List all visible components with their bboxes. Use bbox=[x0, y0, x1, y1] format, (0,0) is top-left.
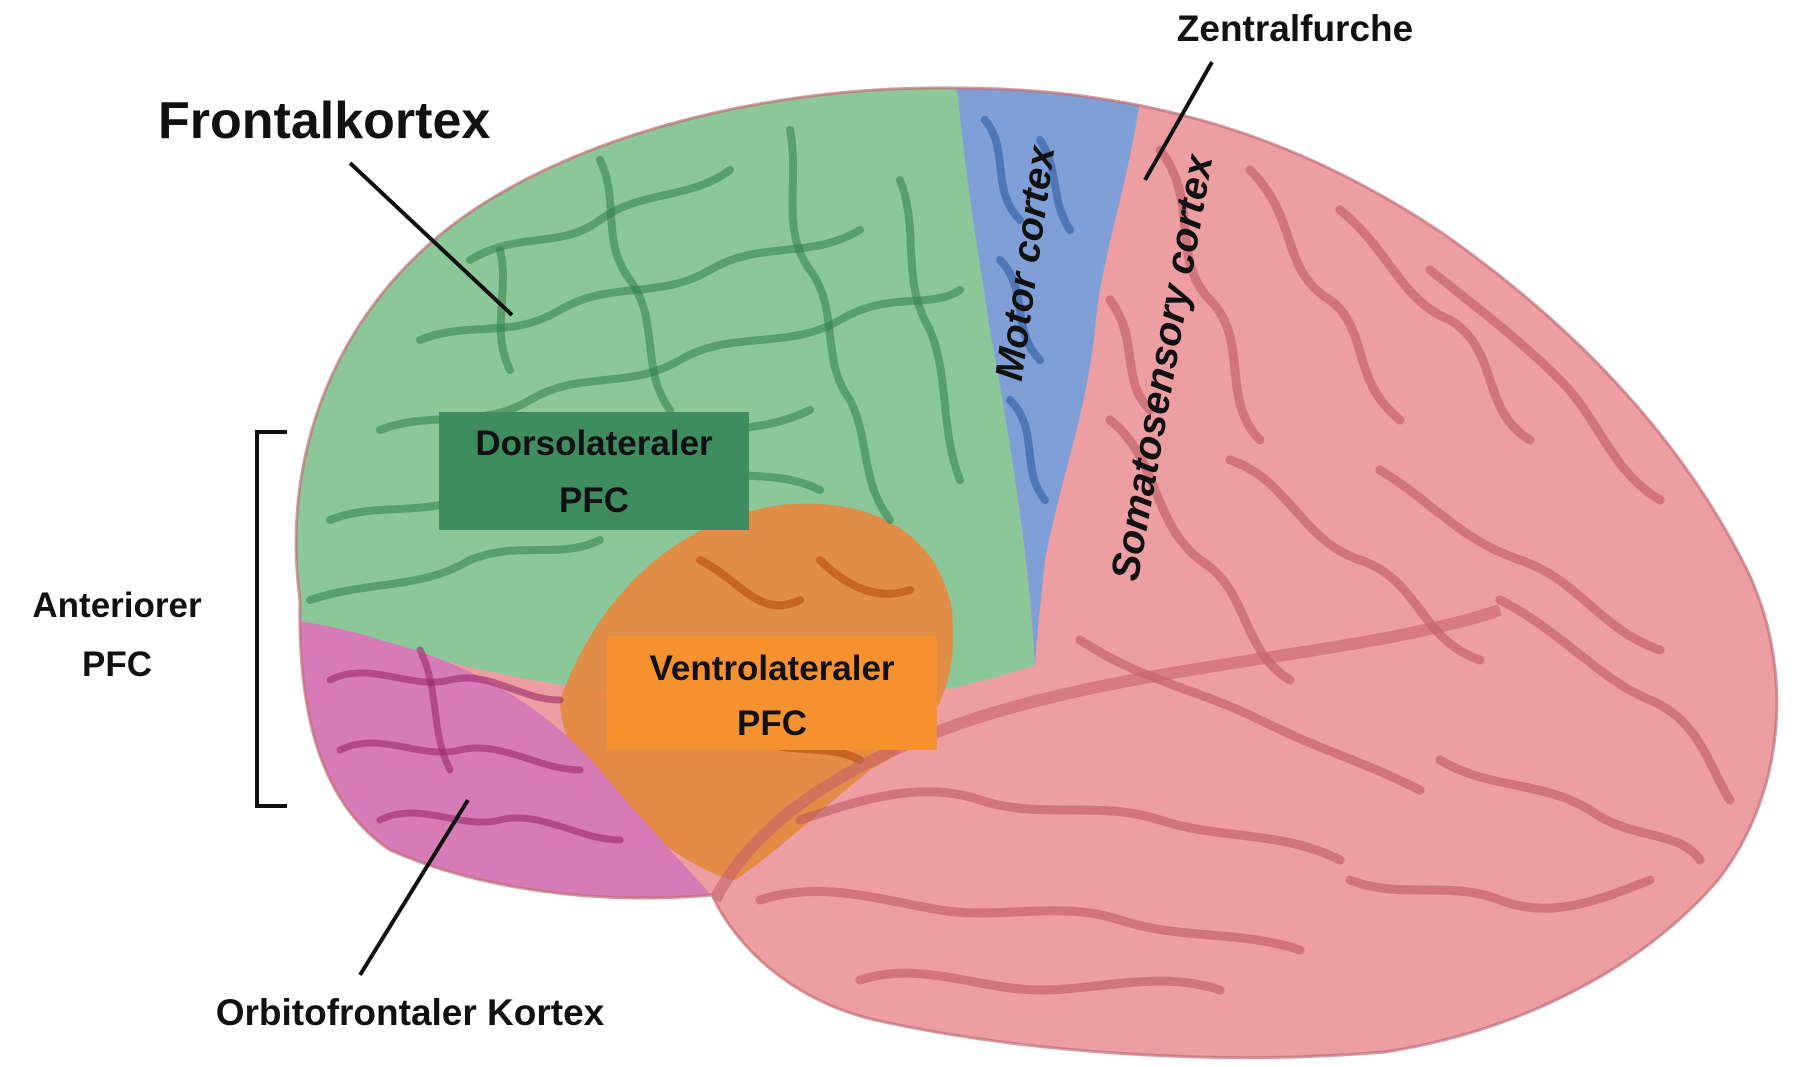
anterior-pfc-bracket bbox=[257, 432, 287, 806]
vlpfc-label-line1: Ventrolateraler bbox=[649, 649, 894, 688]
dlpfc-label-line1: Dorsolateraler bbox=[475, 424, 713, 463]
vlpfc-label-line2: PFC bbox=[737, 704, 807, 743]
anterior-pfc-label-line1: Anteriorer bbox=[32, 586, 202, 625]
page-title: Frontalkortex bbox=[158, 92, 490, 150]
dlpfc-label-line2: PFC bbox=[559, 481, 629, 520]
anterior-pfc-label-line2: PFC bbox=[82, 645, 152, 684]
central-sulcus-label: Zentralfurche bbox=[1177, 8, 1413, 49]
orbitofrontal-label: Orbitofrontaler Kortex bbox=[216, 992, 605, 1033]
